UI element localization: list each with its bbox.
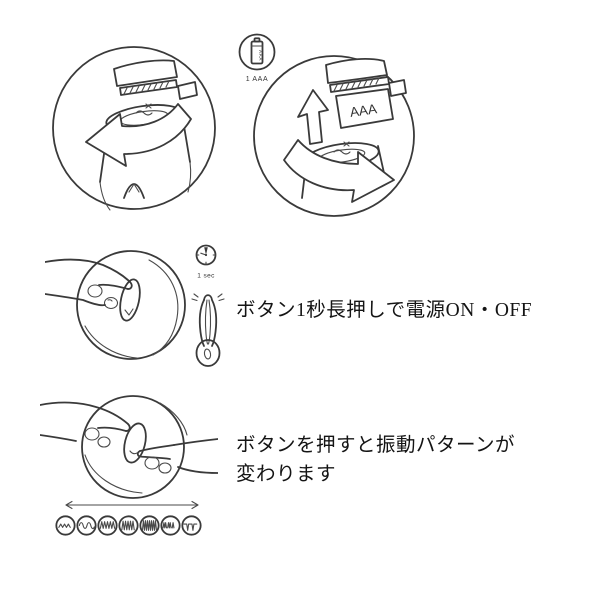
compartment-size-text: AAA bbox=[349, 101, 378, 120]
vibration-pattern-fast-zigzag-icon bbox=[97, 515, 118, 536]
vibration-marks bbox=[192, 294, 224, 301]
device-button-detail bbox=[124, 184, 144, 198]
battery-compartment: AAA bbox=[336, 89, 393, 128]
vibration-pattern-gentle-wave-icon bbox=[55, 515, 76, 536]
hand-pressing-icon bbox=[45, 260, 132, 309]
diagram-circle-frame bbox=[254, 56, 414, 216]
power-instruction-text: ボタン1秒長押しで電源ON・OFF bbox=[236, 300, 533, 321]
change-pattern-diagram bbox=[40, 393, 218, 503]
aaa-battery-icon: AAA bbox=[252, 38, 263, 63]
device-outline-icon bbox=[191, 286, 225, 368]
one-second-clock-icon: 1 sec bbox=[191, 244, 221, 280]
vibration-pattern-sine-wave-icon bbox=[76, 515, 97, 536]
press-button-diagram bbox=[45, 248, 195, 370]
device-cap bbox=[114, 60, 197, 99]
vibration-patterns-row bbox=[55, 515, 202, 536]
diagram-circle-frame bbox=[53, 47, 215, 209]
remove-cap-diagram bbox=[50, 42, 218, 214]
mode-button bbox=[120, 421, 149, 465]
badge-circle bbox=[240, 35, 275, 70]
clock-duration-label: 1 sec bbox=[197, 273, 215, 280]
rotate-counterclockwise-arrow-icon bbox=[86, 104, 191, 166]
vibration-pattern-ultra-dense-zigzag-icon bbox=[139, 515, 160, 536]
left-hand-pressing-icon bbox=[40, 403, 130, 447]
pattern-instruction-line2: 変わります bbox=[236, 463, 337, 485]
pattern-range-arrow-icon bbox=[60, 499, 204, 511]
vibration-pattern-dense-zigzag-icon bbox=[118, 515, 139, 536]
battery-size-text: AAA bbox=[258, 50, 263, 61]
device-ball bbox=[82, 396, 187, 498]
vibration-pattern-intermittent-pulse-icon bbox=[181, 515, 202, 536]
rotate-clockwise-arrow-icon bbox=[284, 140, 394, 202]
device-cap bbox=[326, 59, 406, 96]
insert-battery-diagram: AAA bbox=[250, 52, 418, 220]
power-button bbox=[117, 278, 143, 323]
device-ball bbox=[77, 251, 185, 359]
right-hand-pressing-icon bbox=[138, 439, 218, 473]
pattern-instruction-line1: ボタンを押すと振動パターンが bbox=[236, 435, 516, 456]
up-arrow-icon bbox=[298, 90, 328, 144]
vibration-pattern-pulse-burst-icon bbox=[160, 515, 181, 536]
pattern-instruction-text: ボタンを押すと振動パターンが 変わります bbox=[236, 432, 515, 489]
battery-count-label: 1 AAA bbox=[246, 76, 268, 83]
battery-count-badge: AAA 1 AAA bbox=[234, 32, 280, 83]
